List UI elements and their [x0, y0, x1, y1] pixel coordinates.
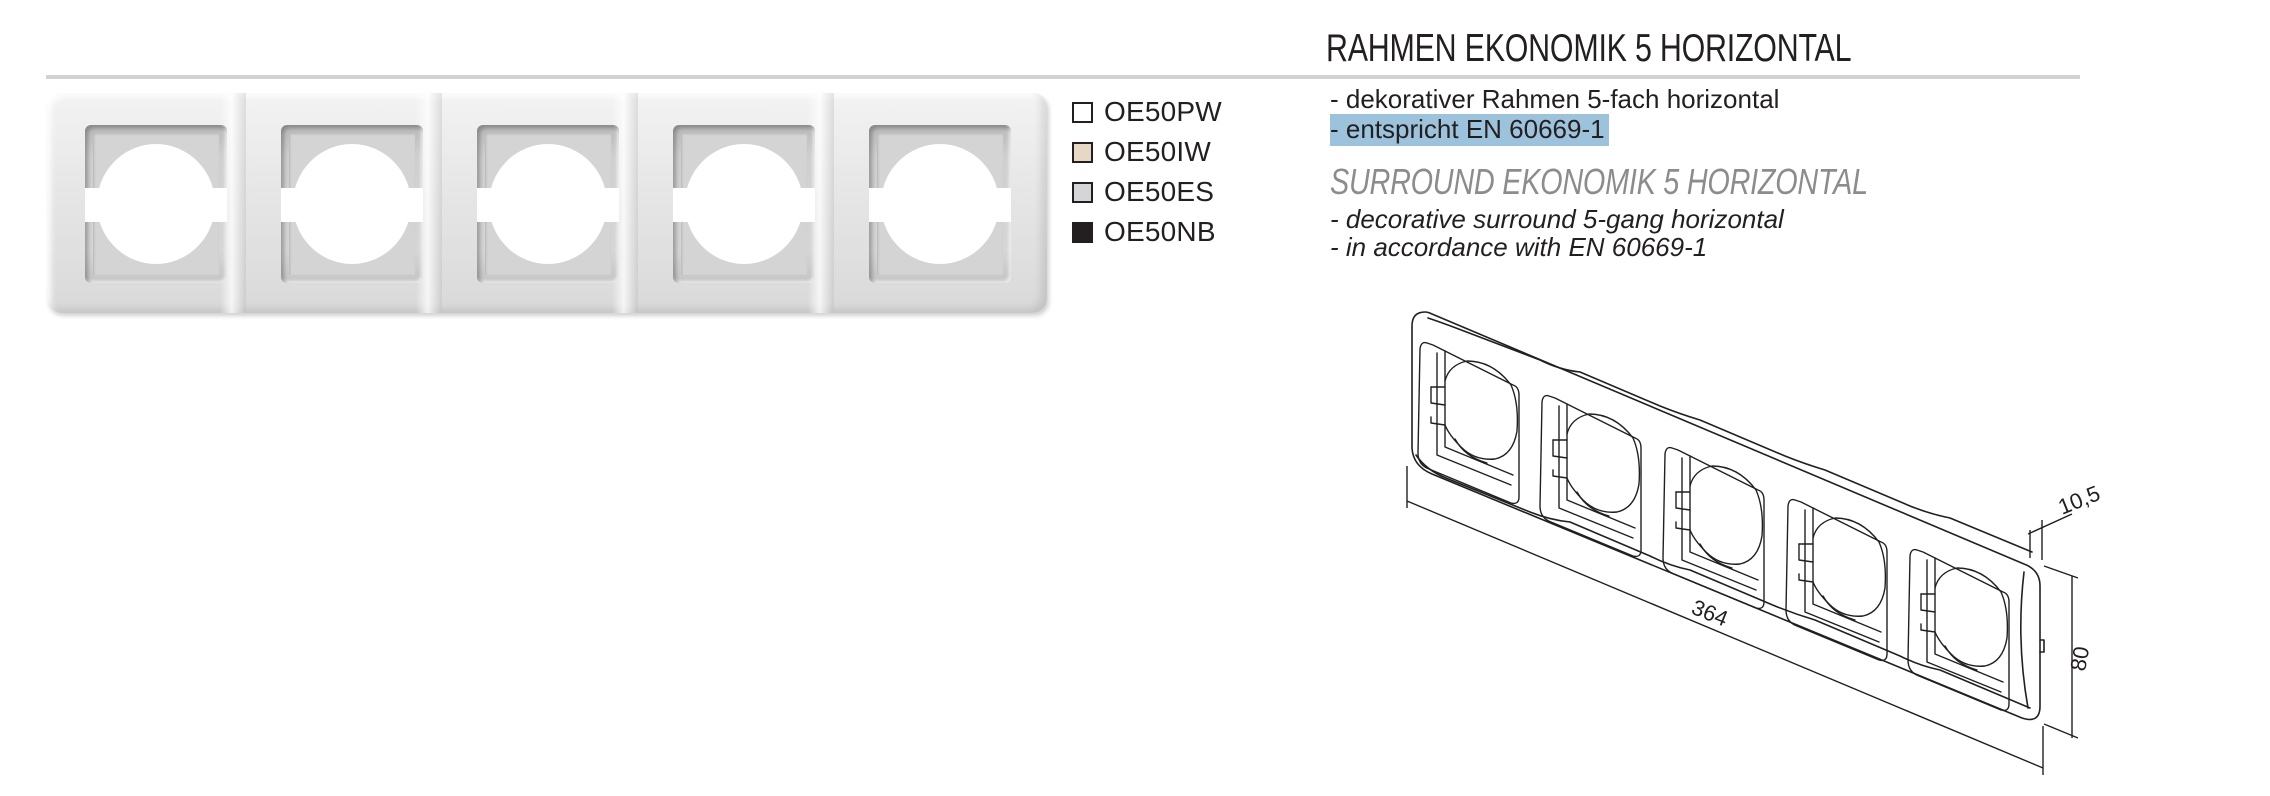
variant-code: OE50PW — [1104, 96, 1222, 127]
frame-opening-5 — [869, 125, 1011, 283]
frame-opening-2 — [281, 125, 423, 283]
description-en: - decorative surround 5-gang horizontal … — [1330, 205, 1784, 261]
drawing-gang-1 — [1417, 341, 1520, 505]
drawing-gang-3 — [1662, 446, 1765, 610]
header-rule — [46, 75, 2080, 79]
description-en-line: - in accordance with EN 60669-1 — [1330, 232, 1708, 262]
variant-item: OE50ES — [1072, 172, 1222, 212]
frame-opening-3 — [477, 125, 619, 283]
swatch-black — [1072, 221, 1093, 243]
drawing-bottom-bevel — [1415, 454, 2031, 709]
variant-code: OE50NB — [1104, 216, 1216, 247]
swatch-white — [1072, 101, 1093, 123]
description-de-line-highlighted[interactable]: - entspricht EN 60669-1 — [1330, 114, 1609, 146]
dimension-line-width — [1406, 466, 2044, 775]
dimension-depth-label: 10,5 — [2055, 480, 2104, 519]
color-variant-list: OE50PW OE50IW OE50ES OE50NB — [1072, 92, 1222, 252]
variant-item: OE50IW — [1072, 132, 1222, 172]
product-subtitle-en: SURROUND EKONOMIK 5 HORIZONTAL — [1330, 161, 1868, 202]
frame-opening-1 — [85, 125, 227, 283]
description-de: - dekorativer Rahmen 5-fach horizontal -… — [1330, 84, 1780, 146]
variant-item: OE50PW — [1072, 92, 1222, 132]
product-photo-frame-5-gang — [47, 93, 1047, 313]
frame-opening-4 — [673, 125, 815, 283]
dimension-width-label: 364 — [1688, 594, 1731, 631]
description-en-line: - decorative surround 5-gang horizontal — [1330, 204, 1784, 234]
drawing-gang-5 — [1907, 548, 2010, 712]
product-title: RAHMEN EKONOMIK 5 HORIZONTAL — [1326, 27, 1852, 70]
variant-code: OE50IW — [1104, 136, 1212, 167]
swatch-silver — [1072, 181, 1093, 203]
drawing-outer-outline — [1411, 311, 2041, 721]
dimension-height-label: 80 — [2065, 644, 2094, 672]
drawing-top-bevel — [1427, 317, 2033, 553]
drawing-gang-4 — [1785, 498, 1888, 662]
swatch-ivory — [1072, 141, 1093, 163]
drawing-gang-2 — [1539, 394, 1642, 558]
dimension-line-depth — [2027, 513, 2073, 560]
variant-code: OE50ES — [1104, 176, 1215, 207]
description-de-line: - dekorativer Rahmen 5-fach horizontal — [1330, 84, 1780, 114]
variant-item: OE50NB — [1072, 212, 1222, 252]
dimension-line-height — [2043, 565, 2079, 739]
